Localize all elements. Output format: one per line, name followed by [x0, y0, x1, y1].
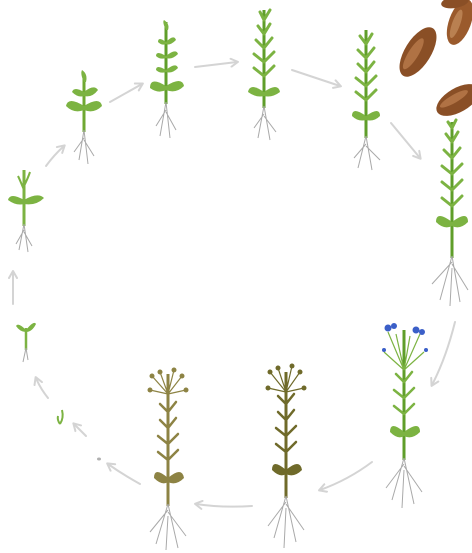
- young-plant-icon: [150, 20, 184, 138]
- arrow-icon: [391, 123, 420, 158]
- sprout-icon: [16, 323, 36, 362]
- arrow-icon: [432, 322, 455, 385]
- arrow-icon: [320, 462, 372, 490]
- sprout-icon: [58, 410, 63, 424]
- seed-icon: [431, 78, 472, 123]
- arrow-icon: [108, 464, 140, 484]
- young-plant-icon: [66, 70, 102, 164]
- flowering-plant-icon: [382, 323, 428, 508]
- leafy-stem-icon: [248, 10, 280, 140]
- arrow-icon: [196, 504, 252, 507]
- seed-icon: [392, 21, 444, 82]
- arrow-icon: [195, 62, 237, 67]
- cycle-arrows: [13, 62, 455, 507]
- seedling-icon: [8, 170, 44, 252]
- dry-plant-icon: [148, 368, 189, 551]
- leafy-stem-icon: [432, 120, 468, 306]
- leafy-stem-icon: [352, 30, 380, 170]
- seed-icon: [97, 458, 101, 461]
- seeds-group: [392, 0, 472, 122]
- mature-plant-icon: [266, 364, 307, 549]
- arrow-icon: [46, 146, 64, 166]
- arrow-icon: [292, 70, 340, 86]
- arrow-icon: [36, 378, 48, 398]
- arrow-icon: [74, 424, 86, 436]
- arrow-icon: [110, 84, 142, 102]
